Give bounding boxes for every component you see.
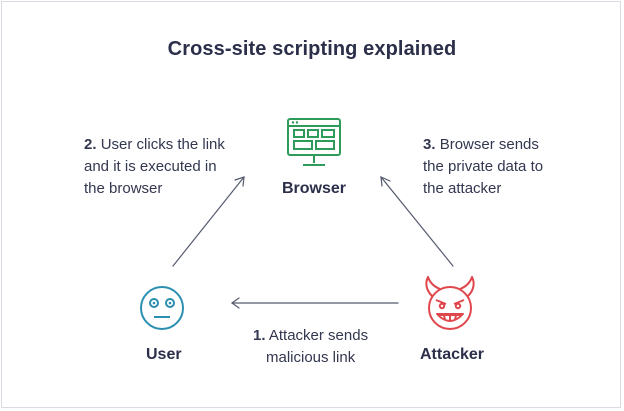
step-3-text: 3. Browser sends the private data to the… (423, 134, 543, 200)
step-3-line-2: the private data to (423, 158, 544, 175)
step-1-text: 1. Attacker sends malicious link (253, 325, 373, 369)
step-1-line-2: malicious link (266, 349, 356, 366)
attacker-label: Attacker (420, 346, 485, 363)
step-1-line-1: Attacker sends (268, 327, 369, 344)
arrow-attacker-to-browser (380, 176, 454, 267)
step-2-text: 2. User clicks the link and it is execut… (84, 134, 225, 200)
step-2-line-1: User clicks the link (100, 136, 225, 153)
devil-face-icon (425, 276, 475, 330)
step-3-number: 3. (423, 136, 436, 153)
arrow-user-to-browser (172, 176, 245, 267)
browser-label: Browser (282, 180, 347, 197)
step-3-line-1: Browser sends (439, 136, 539, 153)
neutral-face-icon (140, 286, 184, 330)
step-2-line-2: and it is executed in (84, 158, 217, 175)
step-3-line-3: the attacker (423, 180, 502, 197)
browser-window-icon (287, 118, 341, 166)
step-2-number: 2. (84, 136, 97, 153)
user-label: User (146, 346, 182, 363)
step-1-number: 1. (253, 327, 266, 344)
step-2-line-3: the browser (84, 180, 163, 197)
diagram-title: Cross-site scripting explained (167, 38, 457, 60)
